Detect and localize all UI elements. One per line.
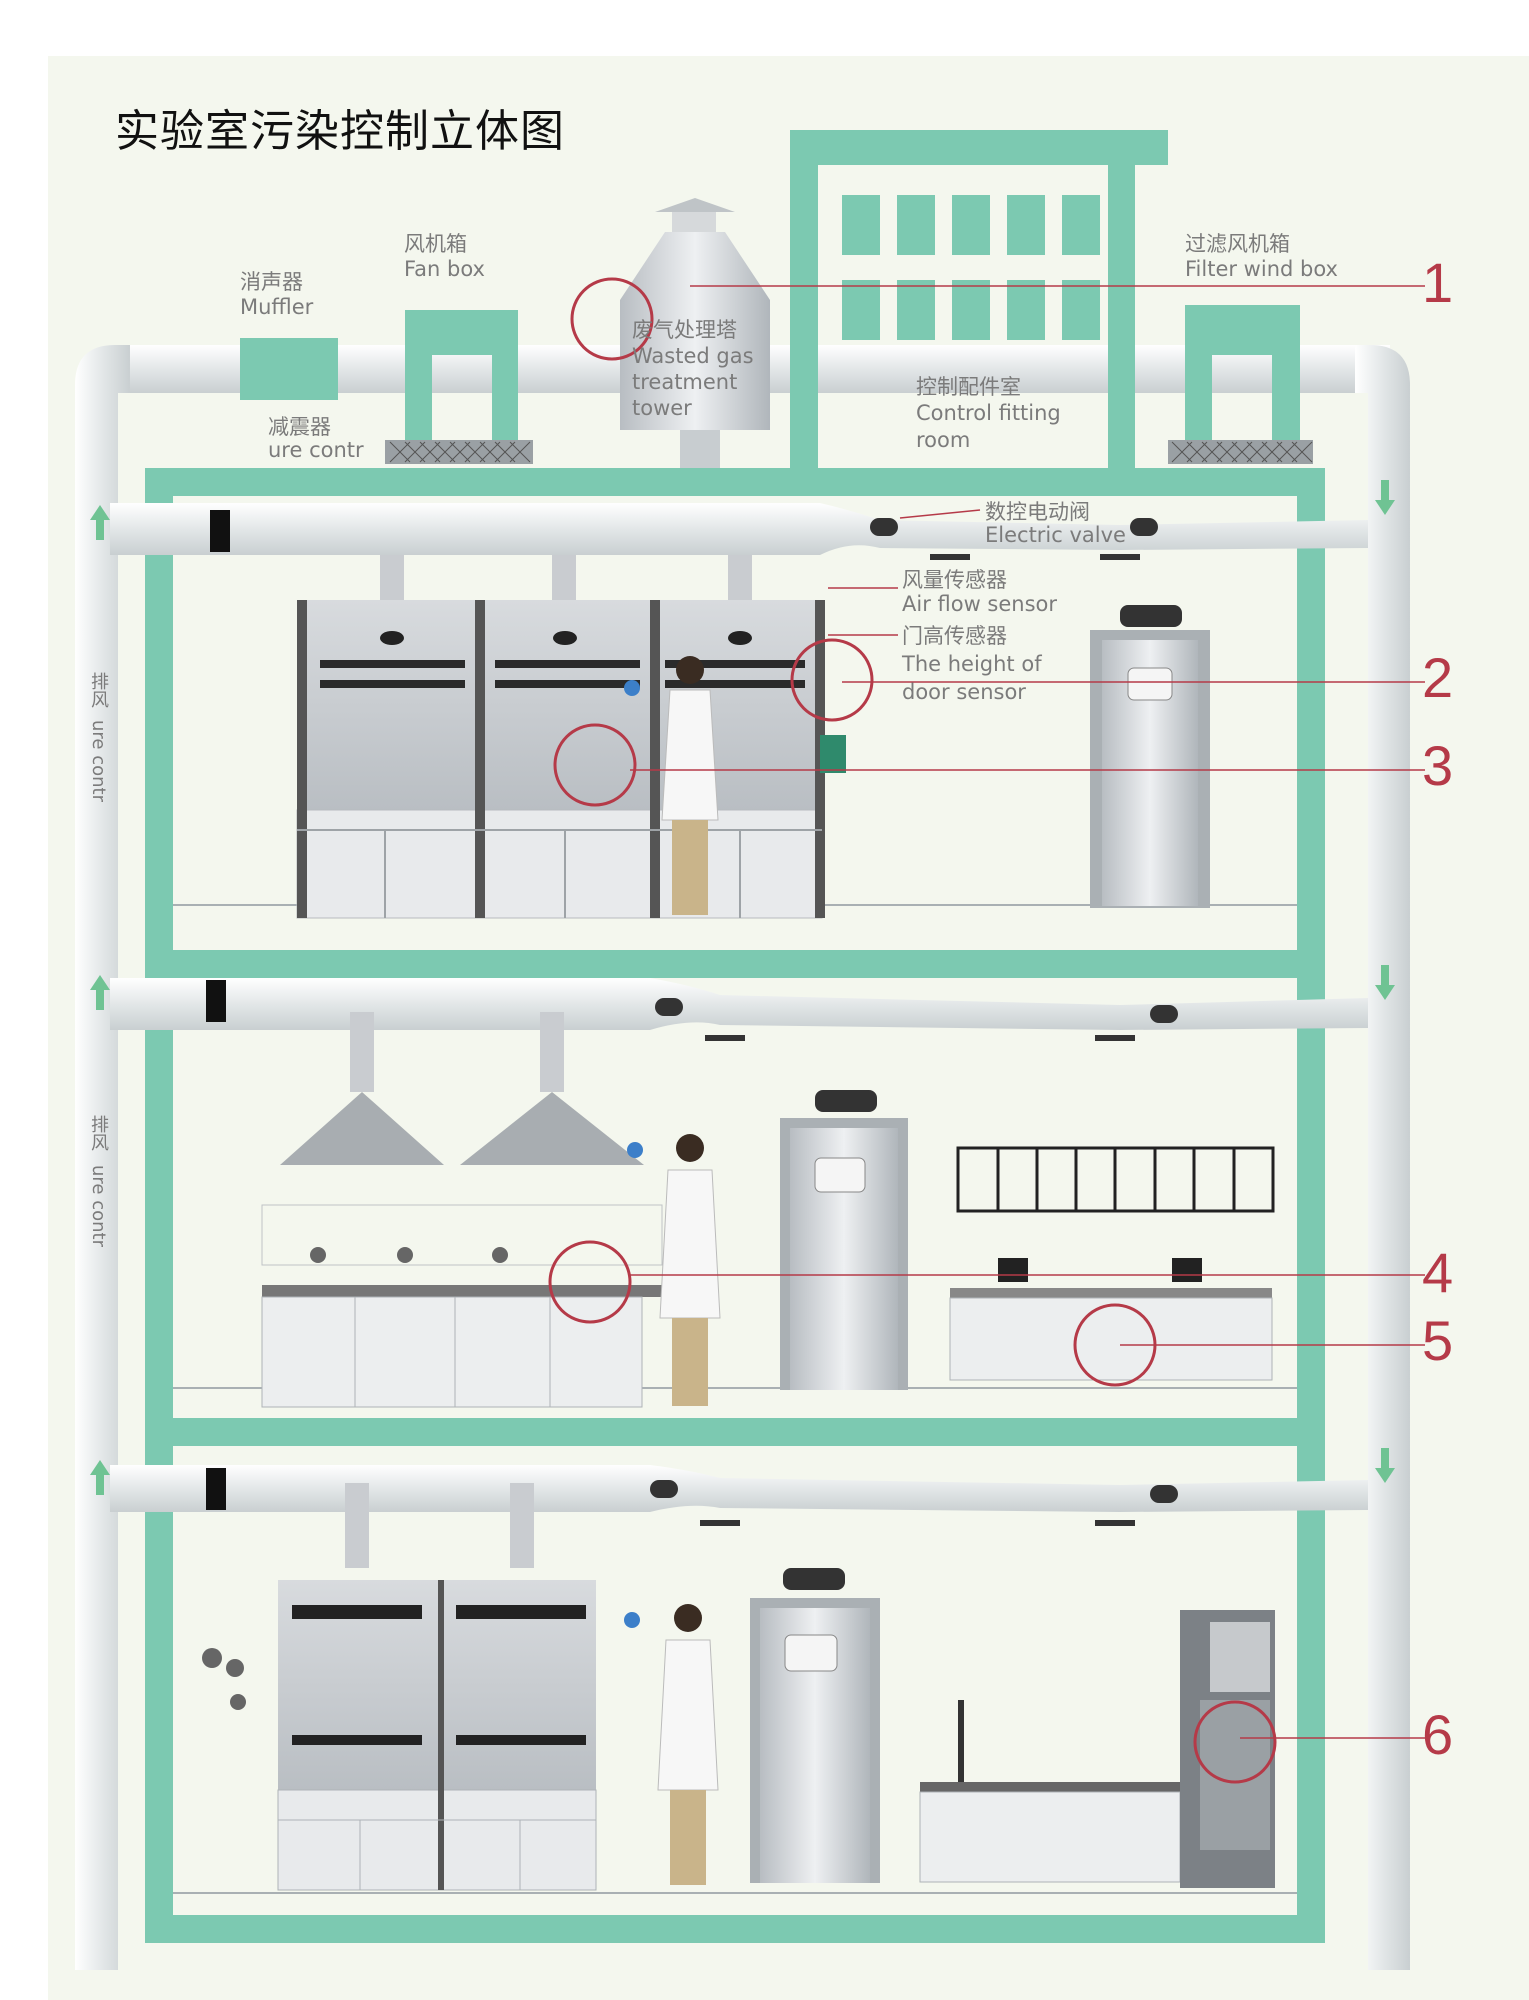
callout-number-5: 5 bbox=[1422, 1309, 1454, 1372]
filter-box-label-en: Filter wind box bbox=[1185, 257, 1338, 281]
control-room-label-en2: room bbox=[916, 428, 971, 452]
fan-box bbox=[405, 310, 518, 440]
tower-label-en1: Wasted gas bbox=[632, 344, 754, 368]
callout-circles bbox=[548, 277, 1277, 1784]
door-sensor-label-en1: The height of bbox=[902, 652, 1042, 676]
floor2-duct bbox=[110, 978, 1368, 1030]
electric-valves bbox=[650, 518, 1178, 1526]
waste-gas-tower bbox=[620, 232, 770, 430]
control-room-label-en1: Control fitting bbox=[916, 401, 1061, 425]
floor2-bench bbox=[261, 1204, 702, 1408]
airflow-arrows bbox=[90, 480, 1395, 1495]
exhaust-label-en-2: ure contr bbox=[88, 1165, 109, 1247]
filter-wind-box bbox=[1185, 305, 1300, 440]
floor3-duct bbox=[110, 1465, 1368, 1512]
damper-label-en: ure contr bbox=[268, 438, 364, 462]
airflow-label-cn: 风量传感器 bbox=[902, 568, 1007, 592]
floor1-duct bbox=[110, 503, 1368, 555]
fanbox-label-en: Fan box bbox=[404, 257, 485, 281]
valve-label-cn: 数控电动阀 bbox=[985, 500, 1090, 524]
floor2-cabinet-and-desk bbox=[949, 1146, 1275, 1381]
callout-number-2: 2 bbox=[1422, 646, 1454, 709]
floor3-fume-hoods bbox=[277, 1483, 597, 1891]
callout-number-6: 6 bbox=[1422, 1703, 1454, 1766]
filter-base bbox=[1168, 440, 1313, 464]
scientist-floor2 bbox=[627, 1134, 721, 1406]
airflow-label-en: Air flow sensor bbox=[902, 592, 1058, 616]
control-room-label-cn: 控制配件室 bbox=[916, 375, 1021, 399]
tower-label-en3: tower bbox=[632, 396, 692, 420]
damper-label-cn: 减震器 bbox=[268, 415, 331, 439]
control-room bbox=[790, 130, 1168, 470]
fan-base-hatch bbox=[389, 441, 531, 463]
filter-box-label-cn: 过滤风机箱 bbox=[1185, 232, 1290, 256]
floor1-fume-hoods bbox=[296, 555, 825, 919]
door-sensor-label-en2: door sensor bbox=[902, 680, 1026, 704]
muffler-label-en: Muffler bbox=[240, 295, 314, 319]
callout-number-3: 3 bbox=[1422, 734, 1454, 797]
exhaust-label-en-1: ure contr bbox=[88, 720, 109, 802]
valve-label-en: Electric valve bbox=[985, 523, 1126, 547]
tower-label-cn: 废气处理塔 bbox=[632, 318, 737, 342]
muffler bbox=[240, 338, 338, 400]
exhaust-label-cn-2: 排风 bbox=[88, 1115, 109, 1151]
floor2-canopy-hoods bbox=[280, 1012, 644, 1165]
door-sensor-label-cn: 门高传感器 bbox=[902, 624, 1007, 648]
scientist-floor1 bbox=[624, 656, 719, 915]
control-room-windows bbox=[842, 195, 1100, 340]
left-riser-duct bbox=[75, 345, 130, 1970]
muffler-label-cn: 消声器 bbox=[240, 270, 303, 294]
callout-leaders bbox=[630, 285, 1425, 1739]
floor1-door bbox=[1090, 605, 1210, 908]
fanbox-label-cn: 风机箱 bbox=[404, 232, 467, 256]
fan-base bbox=[385, 440, 533, 464]
floor3-door bbox=[750, 1568, 880, 1883]
tower-label-en2: treatment bbox=[632, 370, 738, 394]
floor2-door bbox=[780, 1090, 908, 1390]
floor3-bench bbox=[919, 1700, 1181, 1883]
right-riser-duct bbox=[1355, 345, 1410, 1970]
scientist-floor3 bbox=[624, 1604, 719, 1885]
page-title: 实验室污染控制立体图 bbox=[115, 106, 565, 157]
callout-number-4: 4 bbox=[1422, 1241, 1454, 1304]
building-frame bbox=[145, 468, 1325, 1943]
callout-number-1: 1 bbox=[1422, 251, 1454, 314]
gas-regulators bbox=[202, 1648, 246, 1710]
exhaust-label-cn-1: 排风 bbox=[88, 672, 109, 708]
floor1-controller bbox=[820, 735, 846, 773]
tower-cap bbox=[655, 198, 735, 212]
